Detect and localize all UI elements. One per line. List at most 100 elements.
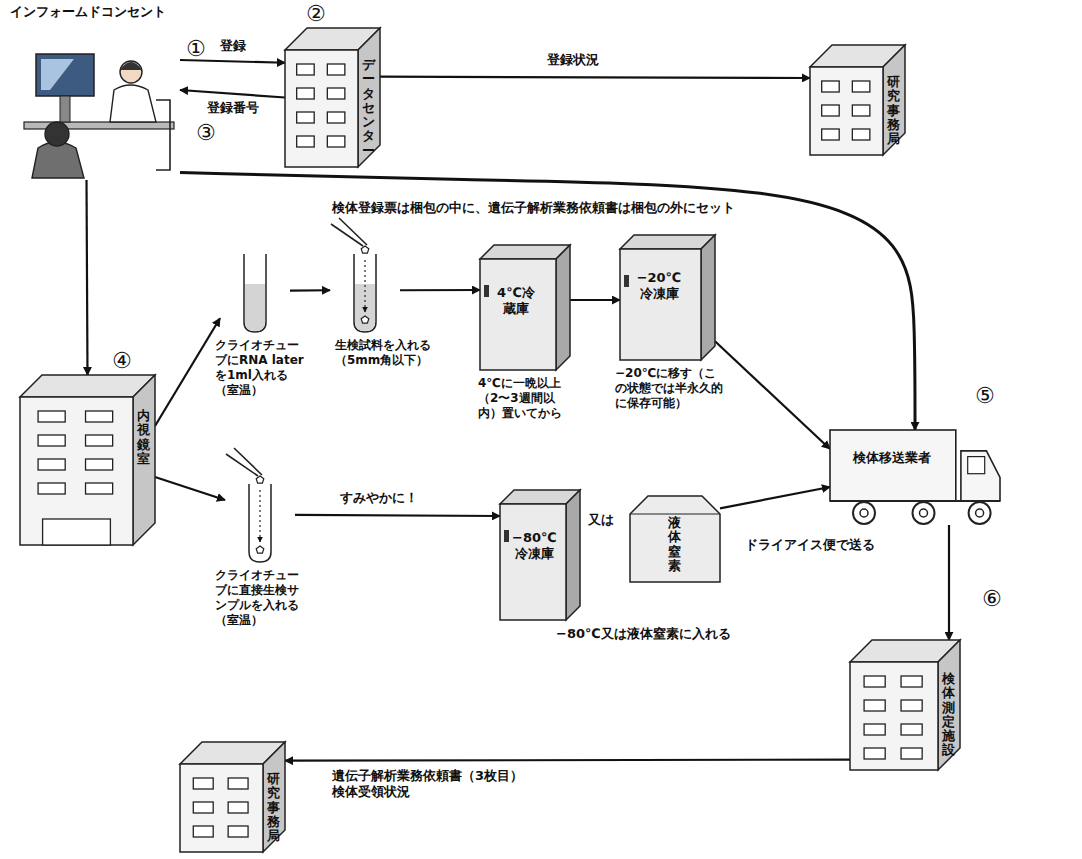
transport-truck-part [969,502,991,524]
lab-building-part [901,724,922,735]
callout-number: ⑤ [975,385,995,407]
callout-number: ⑥ [982,588,1002,610]
lab-building-part [901,748,922,759]
endoscopy-building-part [133,375,155,545]
endoscopy-building-part [86,435,113,446]
endoscopy-building-part [38,411,65,422]
cryo-tube-part [364,260,365,312]
node-label: クライオチューブにRNA laterを1ml入れる（室温） [215,338,310,398]
consent-illustration-part [32,142,84,178]
cryo-tube-part [361,246,369,253]
cryo-tube-part [339,218,367,245]
lab-building-part [901,676,922,687]
transport-truck-shape [830,430,1000,525]
data-center-building-part [327,136,345,147]
edge-label: 遺伝子解析業務依頼書（3枚目） 検体受領状況 [330,768,539,801]
data-center-building-part [297,136,315,147]
liquid-nitrogen-tank: 液体窒素 [630,490,720,582]
node-label: クライオチューブに直接生検サンプルを入れる（室温） [215,568,310,628]
node-label: 検体移送業者 [842,450,942,466]
transport-truck-part [830,430,956,501]
transport-truck-part [913,502,935,524]
endoscopy-building-part [20,375,155,397]
freezer-part [701,235,715,360]
node-label: インフォームドコンセント [10,4,210,20]
transport-truck-part [976,509,984,517]
deep-freezer-part [500,504,566,620]
office-building-part [852,129,870,140]
office-building: 研究事務局 [810,45,905,155]
cryo-tube-part [226,448,271,562]
consent-illustration-part [41,59,74,90]
cryo-tube-shape [220,240,290,332]
refrigerator-part [480,259,556,370]
flow-arrow [180,60,285,63]
flow-arrow [155,477,225,500]
endoscopy-building-shape [20,375,155,545]
flow-arrow [87,180,88,375]
node-label: 研究事務局 [887,75,900,146]
office-building-part [883,45,905,155]
flow-arrow [720,487,830,508]
node-label: 4℃冷蔵庫 [494,285,538,318]
endoscopy-building-part [38,435,65,446]
flow-arrow [715,341,830,449]
edge-label: 検体登録票は梱包の中に、遺伝子解析業務依頼書は梱包の外にセット [330,200,737,216]
data-center-building-part [285,28,380,167]
flow-arrow [155,318,220,426]
liquid-nitrogen-tank-part [630,496,720,582]
node-note: 4℃に一晩以上（2〜3週間以内）置いてから [478,376,574,421]
endoscopy-building-part [43,519,111,545]
data-center-building-part [327,88,345,99]
node-label: 検体測定施設 [942,672,955,758]
data-center-building-part [358,28,380,167]
consent-illustration-part [156,100,170,170]
cryo-tube-part [361,316,369,323]
node-label: 生検試料を入れる（5mm角以下） [335,338,435,368]
consent-illustration-part [120,62,142,70]
flow-arrow [290,289,330,292]
office-building-part [180,742,285,852]
deep-freezer-part [566,490,580,620]
office-building-part [228,802,248,813]
transport-truck-part [830,430,1000,524]
cryo-tube-part [331,218,376,332]
callout-number: ③ [196,122,216,144]
consent-illustration-part [36,54,94,96]
consent-illustration-part [60,96,70,122]
transport-truck-part [860,509,868,517]
cryo-tube-part [226,454,258,476]
edge-label: 登録 [218,38,248,54]
transport-truck-part [968,457,985,474]
flow-arrow [570,299,620,301]
data-center-building-part [297,112,315,123]
transport-truck-part [853,502,875,524]
cryo-tube-part [331,224,363,246]
node-label: −80℃冷凍庫 [512,530,556,563]
edge-label: すみやかに！ [338,490,420,506]
deep-freezer: −80℃冷凍庫 [500,490,580,620]
callout-number: ① [186,38,206,60]
endoscopy-building-part [86,411,113,422]
consent-illustration-shape [10,30,180,180]
deep-freezer-part [504,530,509,542]
office-building: 研究事務局 [180,742,285,852]
office-building-part [822,105,840,116]
transport-truck-part [830,500,1000,502]
endoscopy-building-part [38,459,65,470]
consent-illustration-part [120,61,142,83]
lab-building-part [864,748,885,759]
cryo-tube-part [244,254,266,332]
consent-illustration-part [24,54,174,178]
office-building-part [810,45,905,155]
flow-arrow [180,90,285,98]
node-label: −20℃冷凍庫 [634,270,684,303]
office-building-part [180,764,263,852]
edge-label: 登録状況 [545,52,601,68]
cryo-tube-part [354,254,376,332]
transport-truck: 検体移送業者ドライアイス便で送る [830,430,1000,525]
freezer-part [624,275,629,287]
edge-label: 登録番号 [205,100,261,116]
cryo-tube-part [234,448,262,475]
flow-arrow [948,525,950,640]
